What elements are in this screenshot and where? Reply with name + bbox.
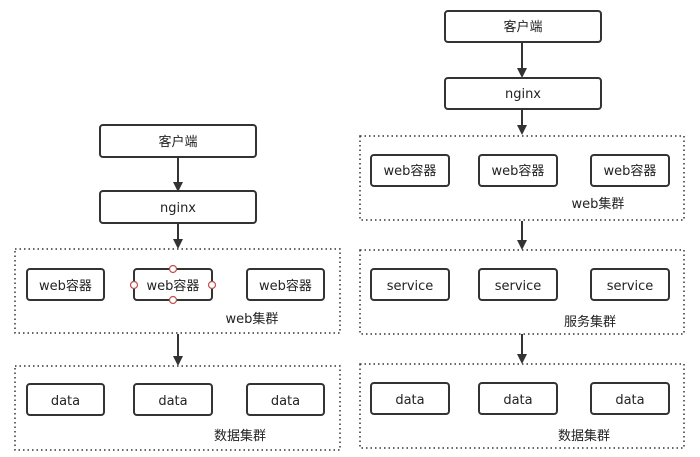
data-cluster-label: 数据集群	[558, 428, 610, 444]
data-cluster-group[interactable]: data data data 数据集群	[14, 365, 341, 451]
selection-handle-left[interactable]	[129, 280, 139, 290]
service-node[interactable]: service	[590, 268, 670, 301]
service-label: service	[607, 279, 654, 294]
data-node[interactable]: data	[478, 382, 558, 415]
service-cluster-group[interactable]: service service service 服务集群	[359, 249, 685, 335]
client-label: 客户端	[158, 134, 197, 150]
right-diagram: 客户端 nginx web容器 web容器 web容器 web集群	[359, 10, 685, 449]
selection-handle-bottom[interactable]	[168, 295, 178, 305]
left-diagram: 客户端 nginx web容器 web容器 web容	[14, 124, 341, 451]
client-label: 客户端	[503, 19, 542, 35]
web-cluster-group[interactable]: web容器 web容器 web容器 web集群	[359, 135, 685, 221]
data-node[interactable]: data	[133, 383, 213, 416]
data-cluster-label: 数据集群	[214, 428, 266, 444]
web-container-label: web容器	[384, 163, 437, 179]
data-label: data	[51, 394, 80, 409]
nginx-node[interactable]: nginx	[444, 77, 602, 110]
web-container-label: web容器	[259, 278, 312, 294]
nginx-label: nginx	[160, 201, 196, 216]
web-cluster-label: web集群	[572, 196, 625, 212]
data-node[interactable]: data	[246, 383, 325, 416]
web-container-node[interactable]: web容器	[26, 268, 105, 301]
data-node[interactable]: data	[26, 383, 105, 416]
data-label: data	[395, 393, 424, 408]
service-label: service	[387, 279, 434, 294]
web-container-node-selected[interactable]: web容器	[129, 264, 217, 305]
service-cluster-label: 服务集群	[564, 314, 616, 330]
service-node[interactable]: service	[478, 268, 558, 301]
selection-handle-right[interactable]	[207, 280, 217, 290]
data-label: data	[615, 393, 644, 408]
web-container-label: web容器	[39, 278, 92, 294]
data-label: data	[158, 394, 187, 409]
web-container-node[interactable]: web容器	[478, 154, 558, 187]
nginx-node[interactable]: nginx	[99, 190, 257, 224]
web-container-label: web容器	[147, 278, 200, 294]
web-container-label: web容器	[604, 163, 657, 179]
web-container-node[interactable]: web容器	[246, 268, 325, 301]
web-cluster-group[interactable]: web容器 web容器 web容器 web集群	[14, 248, 341, 334]
data-node[interactable]: data	[370, 382, 450, 415]
data-label: data	[271, 394, 300, 409]
web-cluster-label: web集群	[226, 311, 279, 327]
data-cluster-group[interactable]: data data data 数据集群	[359, 363, 685, 449]
data-node[interactable]: data	[590, 382, 670, 415]
data-label: data	[503, 393, 532, 408]
nginx-label: nginx	[505, 87, 541, 102]
client-node[interactable]: 客户端	[99, 124, 257, 158]
web-container-node[interactable]: web容器	[590, 154, 670, 187]
service-node[interactable]: service	[370, 268, 450, 301]
web-container-label: web容器	[492, 163, 545, 179]
selection-handle-top[interactable]	[168, 264, 178, 274]
web-container-node[interactable]: web容器	[370, 154, 450, 187]
service-label: service	[495, 279, 542, 294]
client-node[interactable]: 客户端	[444, 10, 602, 43]
